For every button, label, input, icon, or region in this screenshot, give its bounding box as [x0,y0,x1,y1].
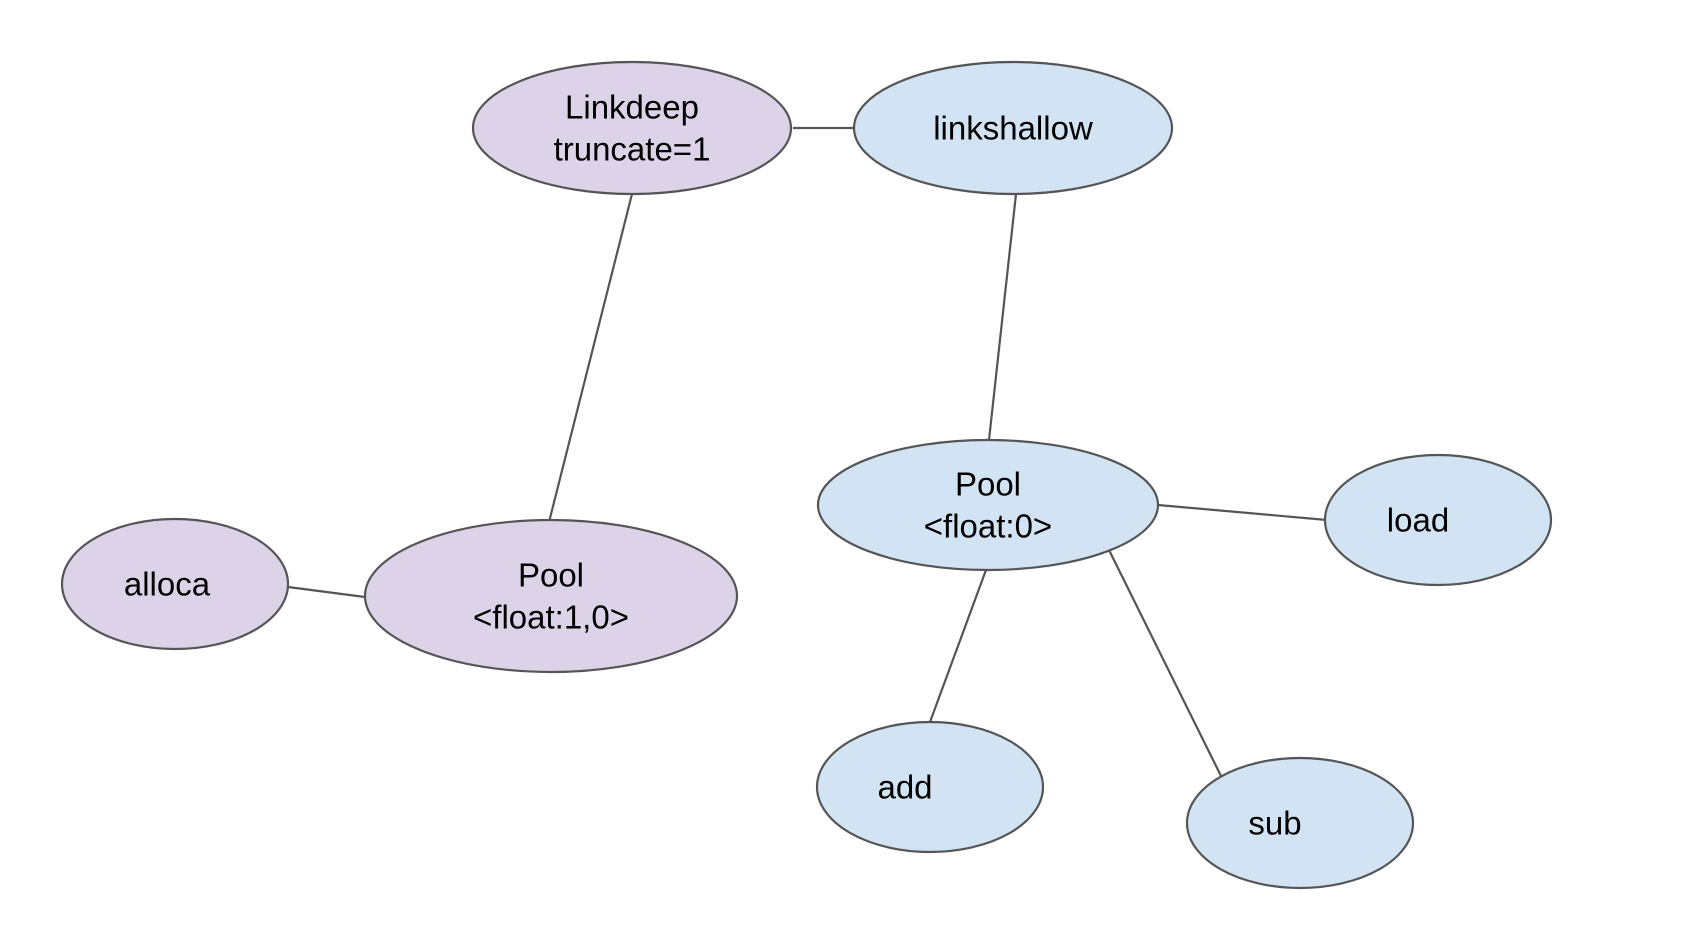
node-label-pool-right-line-1: <float:0> [924,508,1052,545]
edge-pool-right-load [1157,503,1328,522]
node-ellipse-alloca [60,517,290,651]
node-label-pool-right-line-0: Pool [955,466,1021,503]
edge-linkshallow-pool-right [987,193,1018,441]
node-label-linkdeep-line-1: truncate=1 [554,131,711,168]
node-label-load-line-0: load [1387,502,1449,539]
node-ellipse-add [815,720,1045,854]
node-linkdeep: Linkdeep truncate=1 [471,60,793,196]
node-ellipse-pool-right [816,438,1160,572]
node-label-sub-line-0: sub [1248,805,1301,842]
node-label-pool-left-line-1: <float:1,0> [473,599,629,636]
node-label-linkdeep-line-0: Linkdeep [565,89,699,126]
node-add: add [815,720,1045,854]
node-pool-left: Pool <float:1,0> [363,518,739,674]
node-label-alloca-line-0: alloca [124,566,211,603]
edge-alloca-pool-left [287,585,366,599]
node-ellipse-pool-left [363,518,739,674]
edge-linkdeep-pool-left [545,193,634,531]
node-label-pool-left-line-0: Pool [518,557,584,594]
edge-pool-right-sub [1108,549,1223,779]
edges-layer [287,126,1328,779]
node-pool-right: Pool <float:0> [816,438,1160,572]
node-ellipse-linkshallow [852,60,1174,196]
node-sub: sub [1185,756,1415,890]
node-label-linkshallow-line-0: linkshallow [933,110,1093,147]
node-ellipse-linkdeep [471,60,793,196]
edge-pool-right-add [928,569,988,723]
node-ellipse-sub [1185,756,1415,890]
node-load: load [1323,453,1553,587]
node-alloca: alloca [60,517,290,651]
node-linkshallow: linkshallow [852,60,1174,196]
node-ellipse-load [1323,453,1553,587]
node-label-add-line-0: add [877,769,932,806]
